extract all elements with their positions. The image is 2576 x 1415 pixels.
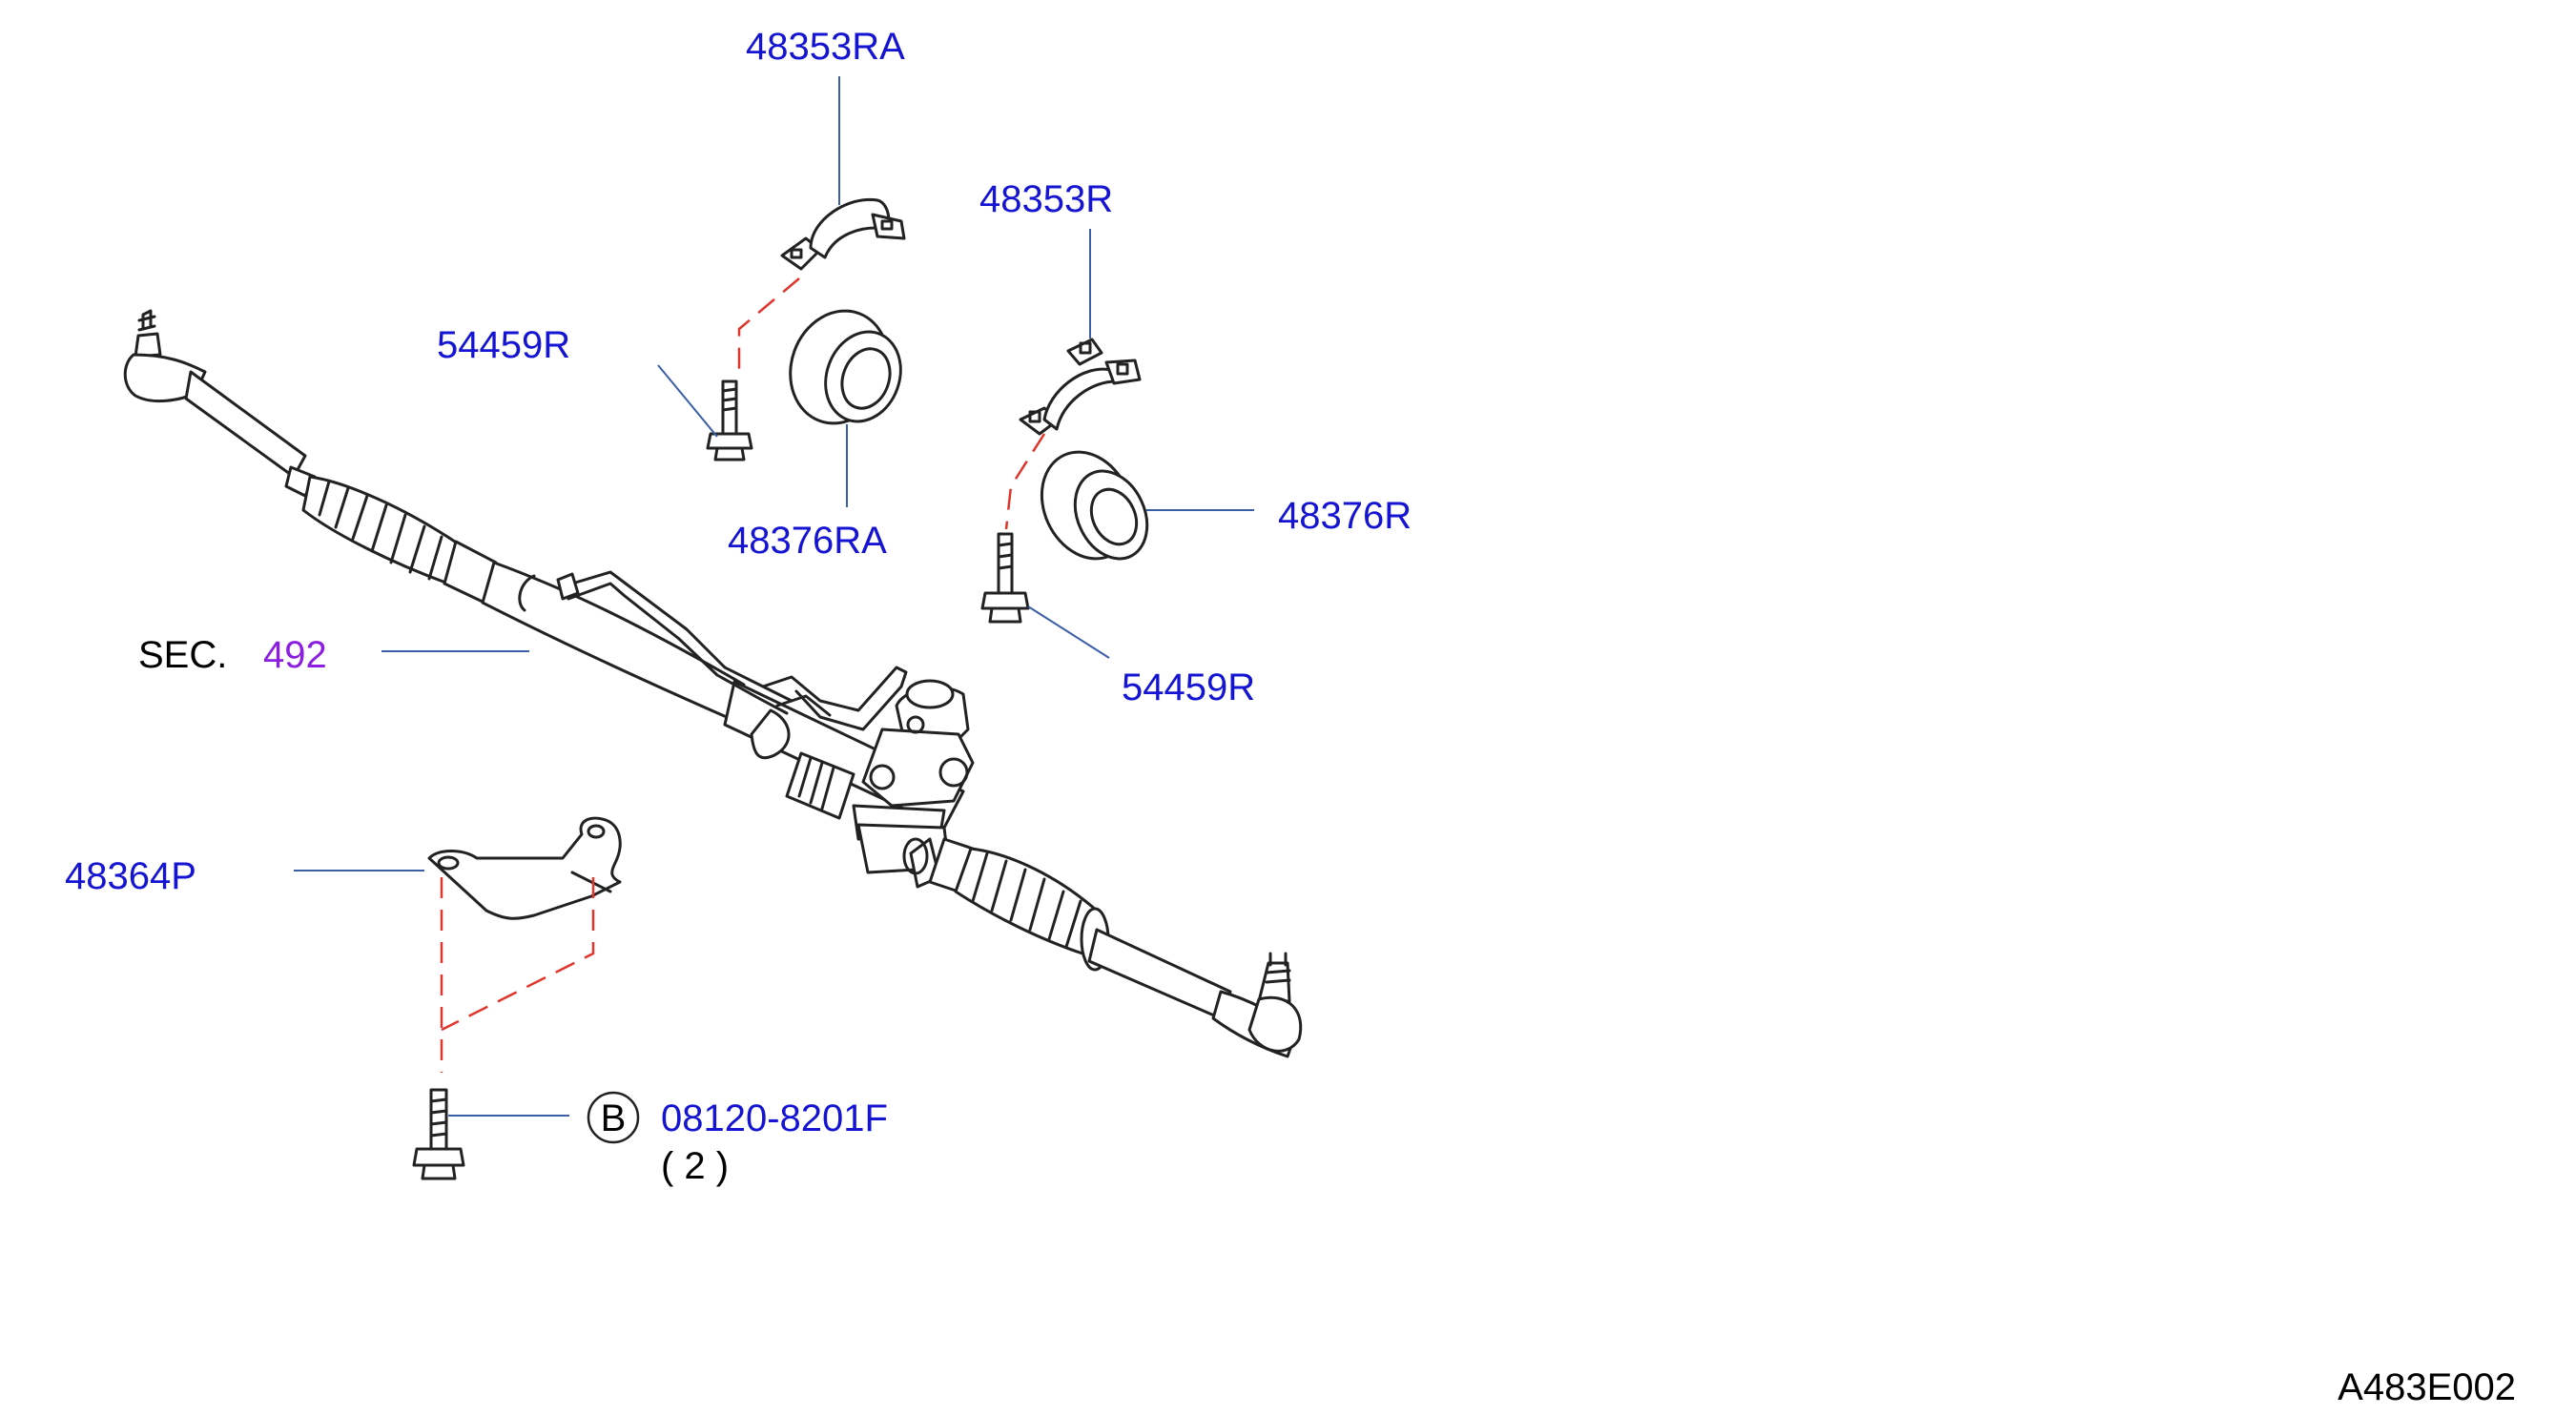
label-48376r: 48376R (1278, 495, 1412, 537)
clamp-48353ra-drawing (780, 197, 906, 271)
label-48353r: 48353R (979, 178, 1113, 220)
label-48353ra: 48353RA (746, 26, 905, 68)
bolt-54459r-upper-drawing (706, 379, 753, 461)
clamp-48353r-drawing (1019, 338, 1142, 436)
right-rack-boot (928, 837, 1110, 972)
bracket-48364p-drawing (427, 816, 622, 920)
figure-code: A483E002 (2338, 1366, 2516, 1408)
label-08120-8201f: 08120-8201F (661, 1097, 888, 1139)
label-54459r-lower: 54459R (1122, 666, 1255, 708)
label-54459r-upper: 54459R (437, 324, 570, 366)
right-rack-housing (856, 823, 951, 889)
steering-gear-assembly (123, 309, 1303, 1058)
left-rack-boot (284, 465, 498, 605)
hydraulic-lines (556, 570, 908, 731)
label-48364p: 48364P (65, 855, 196, 897)
install-dashed-lines (440, 277, 1046, 1073)
bolt-marker-letter: B (601, 1097, 627, 1139)
leader-lines (294, 76, 1254, 1117)
section-ref-number[interactable]: 492 (263, 634, 327, 676)
insulator-48376r-drawing (1040, 450, 1149, 561)
bolt-08120-8201f-drawing (412, 1088, 465, 1180)
bolt-marker-circle (587, 1091, 640, 1144)
insulator-48376ra-drawing (789, 309, 902, 425)
bolt-quantity: ( 2 ) (661, 1145, 729, 1187)
right-tie-rod-end (1087, 928, 1303, 1058)
pinion-valve-body (852, 679, 975, 841)
section-ref-prefix: SEC. (138, 634, 227, 676)
bolt-54459r-lower-drawing (980, 532, 1030, 624)
left-tie-rod-end (123, 309, 307, 479)
label-48376ra: 48376RA (728, 520, 887, 562)
callout-labels: 48353RA 48353R 54459R 48376RA 48376R 544… (65, 26, 2516, 1408)
